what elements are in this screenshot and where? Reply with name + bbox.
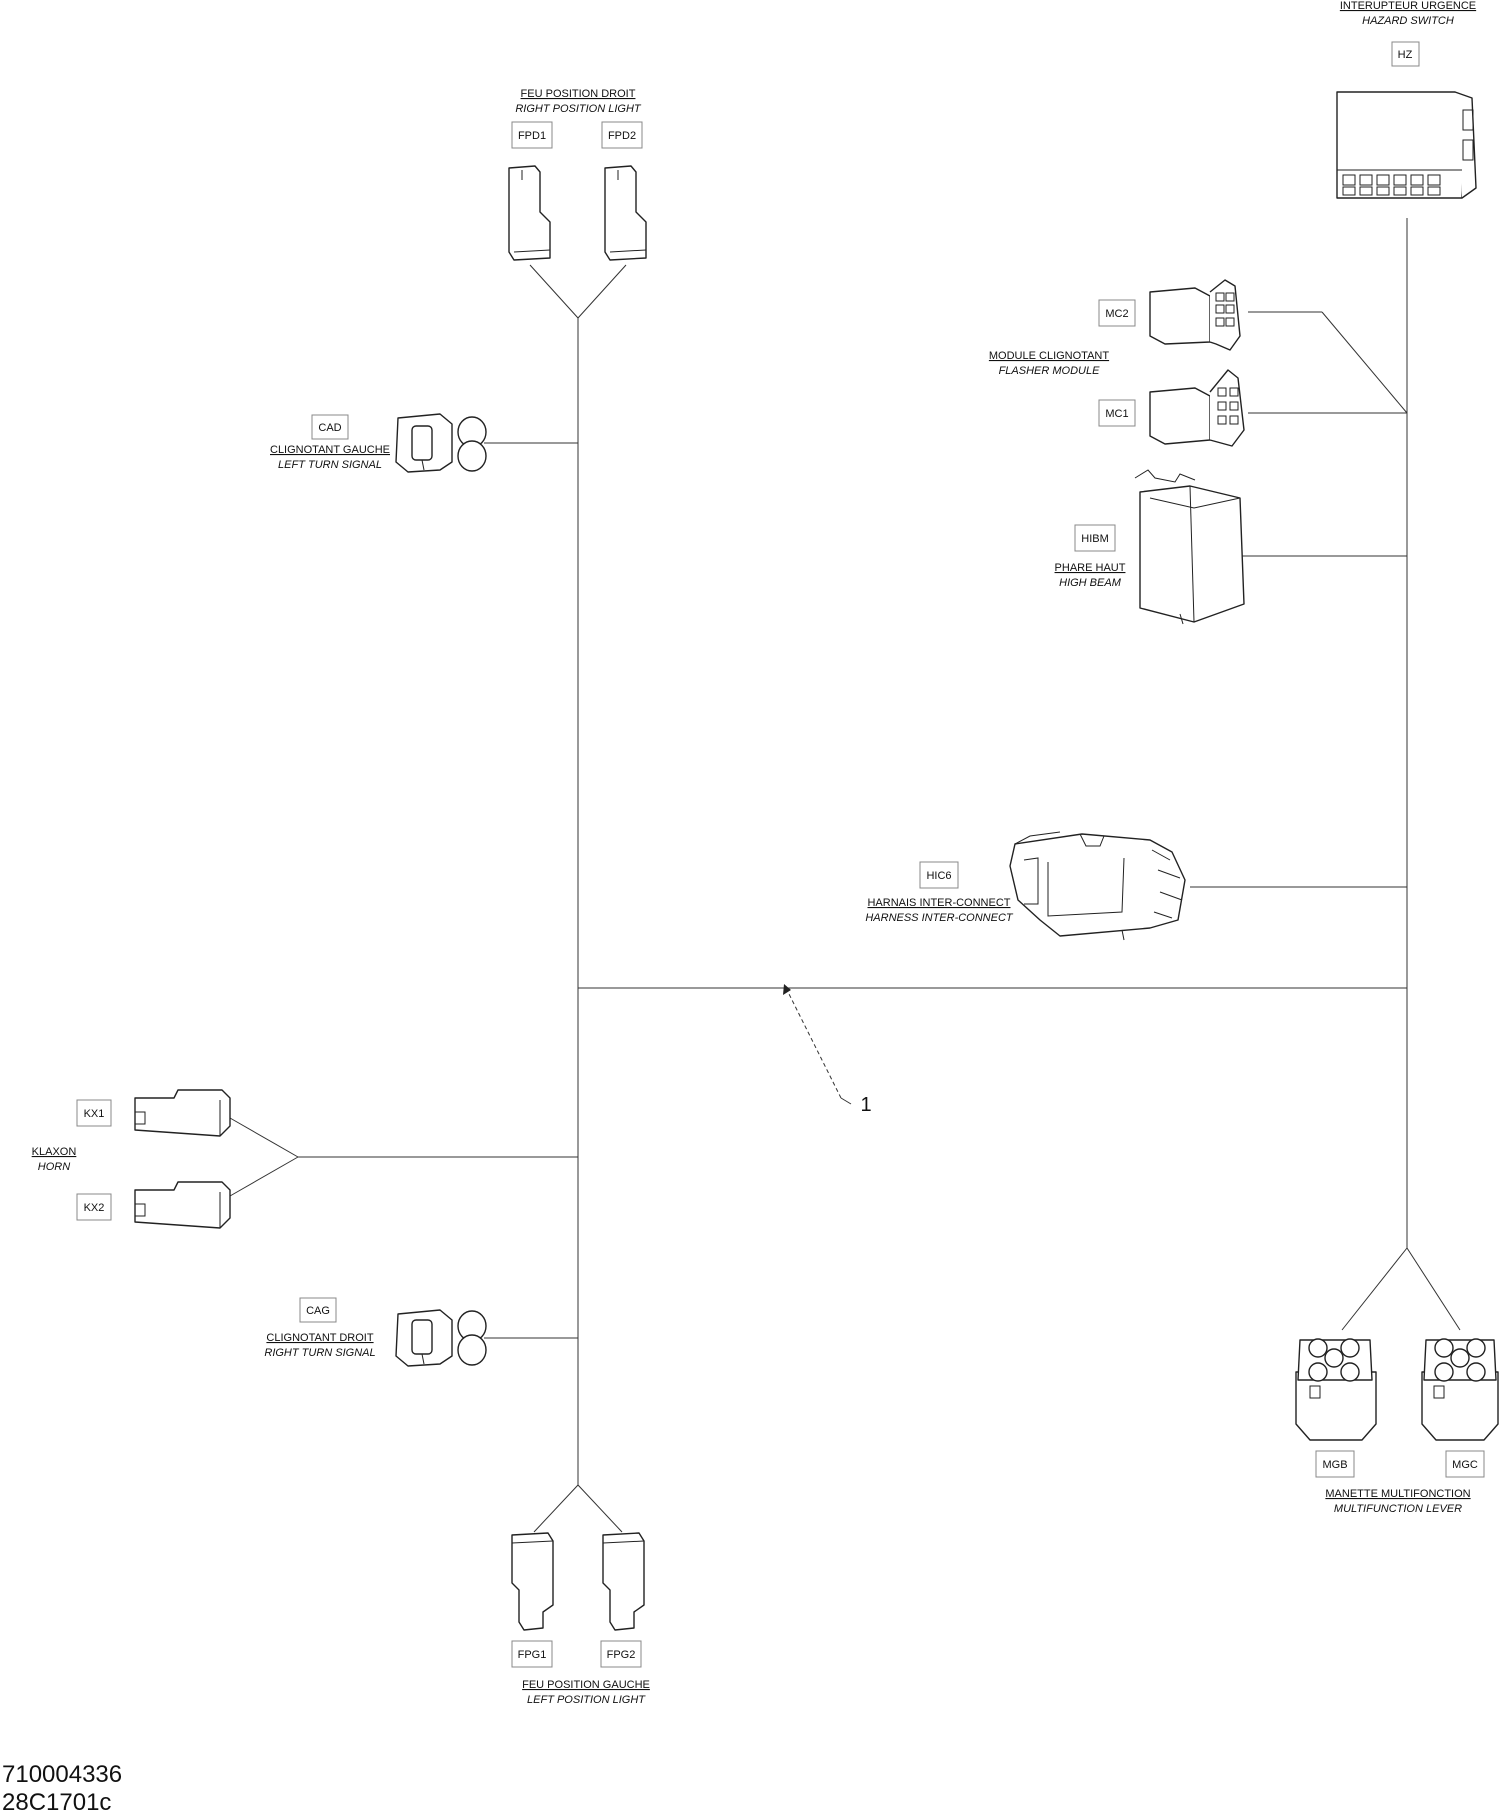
hazard-switch-label-fr: INTERUPTEUR URGENCE [1340, 0, 1476, 12]
hibm-code: HIBM [1081, 533, 1109, 545]
horn-label-en: HORN [38, 1161, 70, 1173]
hazard-switch-code-box [1391, 41, 1420, 67]
hic6-connector-icon [1009, 831, 1186, 941]
mgc-code: MGC [1452, 1459, 1478, 1471]
horn-label-fr: KLAXON [32, 1146, 77, 1158]
mgb-code-box [1315, 1450, 1355, 1478]
horn: KX1 KLAXON HORN KX2 [32, 1089, 231, 1229]
part-number: 710004336 [2, 1761, 122, 1788]
mc2-code-box [1098, 299, 1136, 327]
fpg2-terminal-icon [602, 1532, 645, 1631]
multifunction-lever-label-fr: MANETTE MULTIFONCTION [1325, 1488, 1470, 1500]
cad-code: CAD [318, 422, 341, 434]
harness-wires [229, 218, 1461, 1533]
kx1-code-box [76, 1099, 112, 1127]
hibm-code-box [1074, 524, 1116, 552]
hic6-code-box [919, 861, 959, 889]
fpg1-code: FPG1 [518, 1649, 547, 1661]
hazard-switch: INTERUPTEUR URGENCE HAZARD SWITCH HZ [1336, 0, 1477, 199]
mgb-connector-icon [1295, 1338, 1377, 1441]
cad-connector-icon [395, 413, 487, 473]
right-turn-signal-label-en: RIGHT TURN SIGNAL [264, 1347, 375, 1359]
right-position-light: FEU POSITION DROIT RIGHT POSITION LIGHT … [508, 88, 647, 261]
fpd2-terminal-icon [604, 165, 647, 261]
right-turn-signal-label-fr: CLIGNOTANT DROIT [266, 1332, 373, 1344]
cag-code-box [299, 1297, 337, 1323]
mc1-code: MC1 [1105, 408, 1128, 420]
fpg1-code-box [511, 1640, 553, 1668]
high-beam: HIBM PHARE HAUT HIGH BEAM [1055, 469, 1245, 625]
flasher-module: MC2 MODULE CLIGNOTANT FLASHER MODULE MC1 [989, 279, 1245, 447]
mc1-connector-icon [1149, 369, 1245, 447]
cad-code-box [311, 414, 349, 440]
fpd2-code-box [601, 121, 643, 149]
mgc-connector-icon [1421, 1338, 1499, 1441]
mc2-code: MC2 [1105, 308, 1128, 320]
harness-interconnect-label-fr: HARNAIS INTER-CONNECT [867, 897, 1010, 909]
kx2-code: KX2 [84, 1202, 105, 1214]
kx1-code: KX1 [84, 1108, 105, 1120]
cag-connector-icon [395, 1309, 487, 1367]
hazard-switch-code: HZ [1398, 49, 1413, 61]
mgc-code-box [1445, 1450, 1485, 1478]
high-beam-relay-icon [1134, 469, 1245, 625]
mgb-code: MGB [1322, 1459, 1347, 1471]
right-position-light-label-fr: FEU POSITION DROIT [521, 88, 636, 100]
left-turn-signal-label-en: LEFT TURN SIGNAL [278, 459, 382, 471]
fpd1-code: FPD1 [518, 130, 546, 142]
hazard-switch-connector-icon [1336, 91, 1477, 199]
multifunction-lever: MGB MGC MANETTE MULTIFONCTION MULTIFUNCT… [1295, 1338, 1499, 1515]
hazard-switch-label-en: HAZARD SWITCH [1362, 15, 1454, 27]
harness-interconnect: HIC6 HARNAIS INTER-CONNECT HARNESS INTER… [865, 831, 1186, 941]
fpg1-terminal-icon [511, 1532, 554, 1631]
left-position-light: FPG1 FPG2 FEU POSITION GAUCHE LEFT POSIT… [511, 1532, 650, 1706]
right-position-light-label-en: RIGHT POSITION LIGHT [515, 103, 642, 115]
fpd1-code-box [511, 121, 553, 149]
mc2-connector-icon [1149, 279, 1241, 351]
fpg2-code-box [600, 1640, 642, 1668]
kx2-code-box [76, 1193, 112, 1221]
right-turn-signal: CAG CLIGNOTANT DROIT RIGHT TURN SIGNAL [264, 1297, 487, 1367]
left-turn-signal-label-fr: CLIGNOTANT GAUCHE [270, 444, 390, 456]
cag-code: CAG [306, 1305, 330, 1317]
fpd2-code: FPD2 [608, 130, 636, 142]
flasher-module-label-en: FLASHER MODULE [999, 365, 1101, 377]
kx2-terminal-icon [134, 1181, 231, 1229]
fpd1-terminal-icon [508, 165, 551, 261]
left-turn-signal: CAD CLIGNOTANT GAUCHE LEFT TURN SIGNAL [270, 413, 487, 473]
drawing-code: 28C1701c [2, 1789, 111, 1815]
multifunction-lever-label-en: MULTIFUNCTION LEVER [1334, 1503, 1462, 1515]
harness-interconnect-label-en: HARNESS INTER-CONNECT [865, 912, 1014, 924]
high-beam-label-fr: PHARE HAUT [1055, 562, 1126, 574]
callout-number: 1 [860, 1094, 871, 1116]
left-position-light-label-fr: FEU POSITION GAUCHE [522, 1679, 650, 1691]
flasher-module-label-fr: MODULE CLIGNOTANT [989, 350, 1109, 362]
high-beam-label-en: HIGH BEAM [1059, 577, 1122, 589]
left-position-light-label-en: LEFT POSITION LIGHT [527, 1694, 646, 1706]
mc1-code-box [1098, 399, 1136, 427]
fpg2-code: FPG2 [607, 1649, 636, 1661]
kx1-terminal-icon [134, 1089, 231, 1137]
hic6-code: HIC6 [926, 870, 951, 882]
